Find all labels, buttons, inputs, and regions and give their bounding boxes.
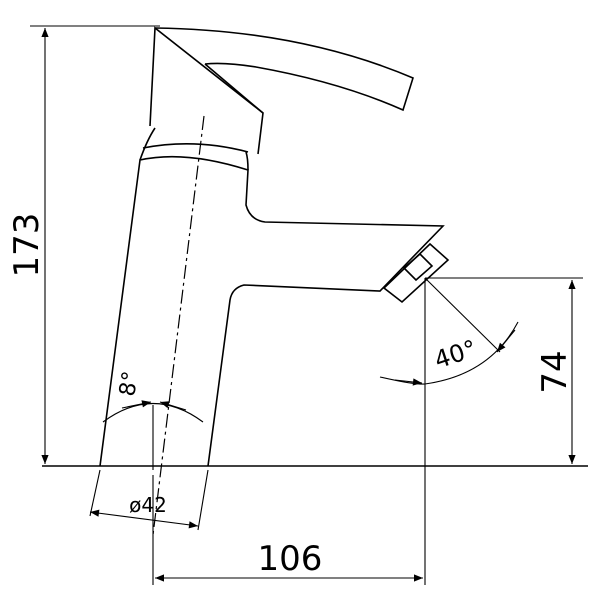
- dimension-label-74: 74: [535, 350, 575, 393]
- handle-base: [142, 26, 264, 155]
- dimension-label-106: 106: [258, 539, 323, 579]
- dimension-label-diameter: ø42: [129, 493, 167, 517]
- dimension-label-8deg: 8°: [115, 369, 144, 398]
- aerator: [382, 242, 450, 304]
- dimension-label-173: 173: [7, 213, 47, 278]
- centre-lines: [152, 115, 583, 585]
- lever-handle: [154, 27, 414, 114]
- dimension-height-173: 173: [7, 28, 49, 464]
- dimension-reach-106: 106: [155, 539, 423, 582]
- dimension-angle-40: 40°: [379, 321, 519, 386]
- dimension-angle-8: 8°: [102, 369, 204, 423]
- dimension-spout-height-74: 74: [535, 280, 576, 464]
- faucet-body: [99, 127, 445, 467]
- dimension-diameter-42: ø42: [89, 469, 209, 531]
